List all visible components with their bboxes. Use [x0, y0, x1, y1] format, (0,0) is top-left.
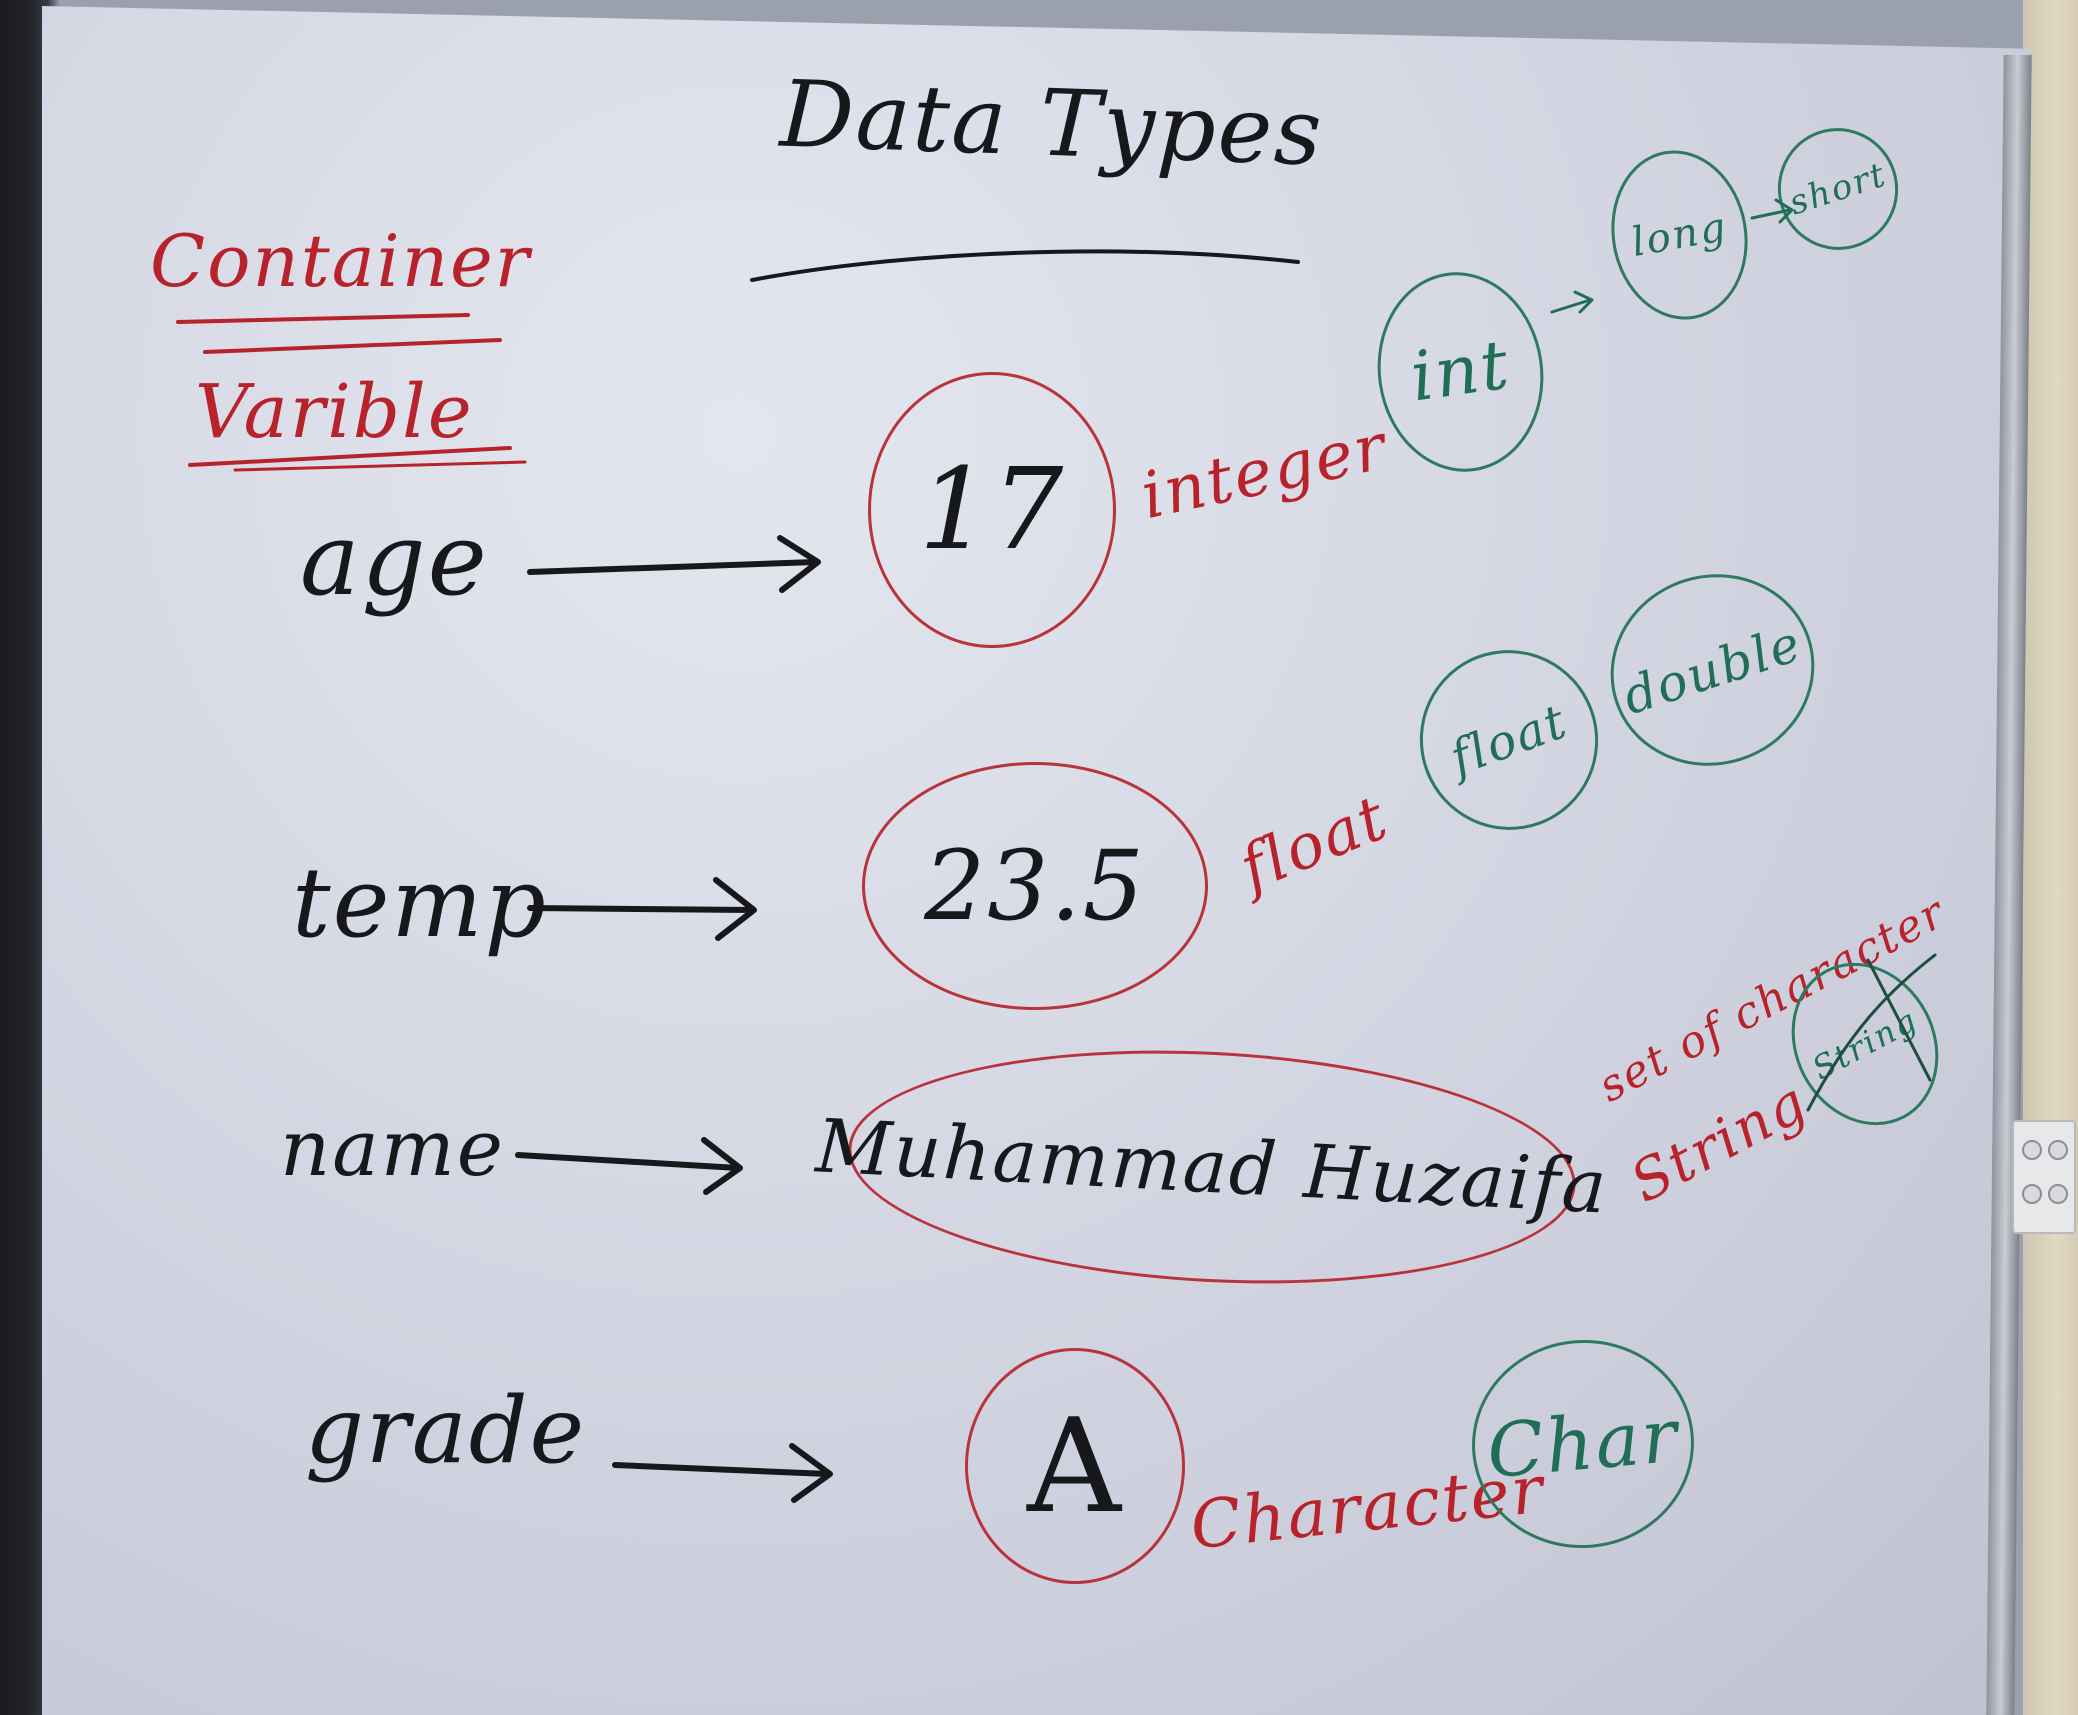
- arrow-temp: [527, 877, 757, 941]
- value-bubble-23-5: 23.5: [862, 762, 1208, 1010]
- title-underline: [750, 249, 1300, 282]
- variable-age: age: [300, 501, 489, 618]
- variable-temp: temp: [292, 847, 548, 959]
- value-23-5: 23.5: [924, 830, 1146, 942]
- arrow-age: [527, 535, 821, 593]
- value-17: 17: [918, 445, 1066, 575]
- container-underline-1: [176, 313, 470, 324]
- value-bubble-17: 17: [868, 372, 1116, 648]
- value-a: A: [1027, 1390, 1123, 1542]
- variable-grade: grade: [305, 1377, 587, 1484]
- wall-socket: [2012, 1120, 2076, 1234]
- arrow-long-short: [1750, 198, 1794, 224]
- wall: [2023, 0, 2078, 1715]
- heading-variable: Varible: [195, 369, 474, 455]
- arrow-int-long: [1550, 290, 1594, 314]
- strike-string: [1806, 953, 1937, 1112]
- container-underline-2: [203, 338, 502, 354]
- arrow-grade: [612, 1443, 833, 1503]
- value-bubble-a: A: [965, 1348, 1185, 1584]
- heading-container: Container: [150, 219, 532, 303]
- variable-name: name: [280, 1104, 505, 1194]
- variable-underline-1: [188, 446, 512, 467]
- variable-underline-2: [233, 460, 527, 472]
- arrow-name: [515, 1137, 743, 1195]
